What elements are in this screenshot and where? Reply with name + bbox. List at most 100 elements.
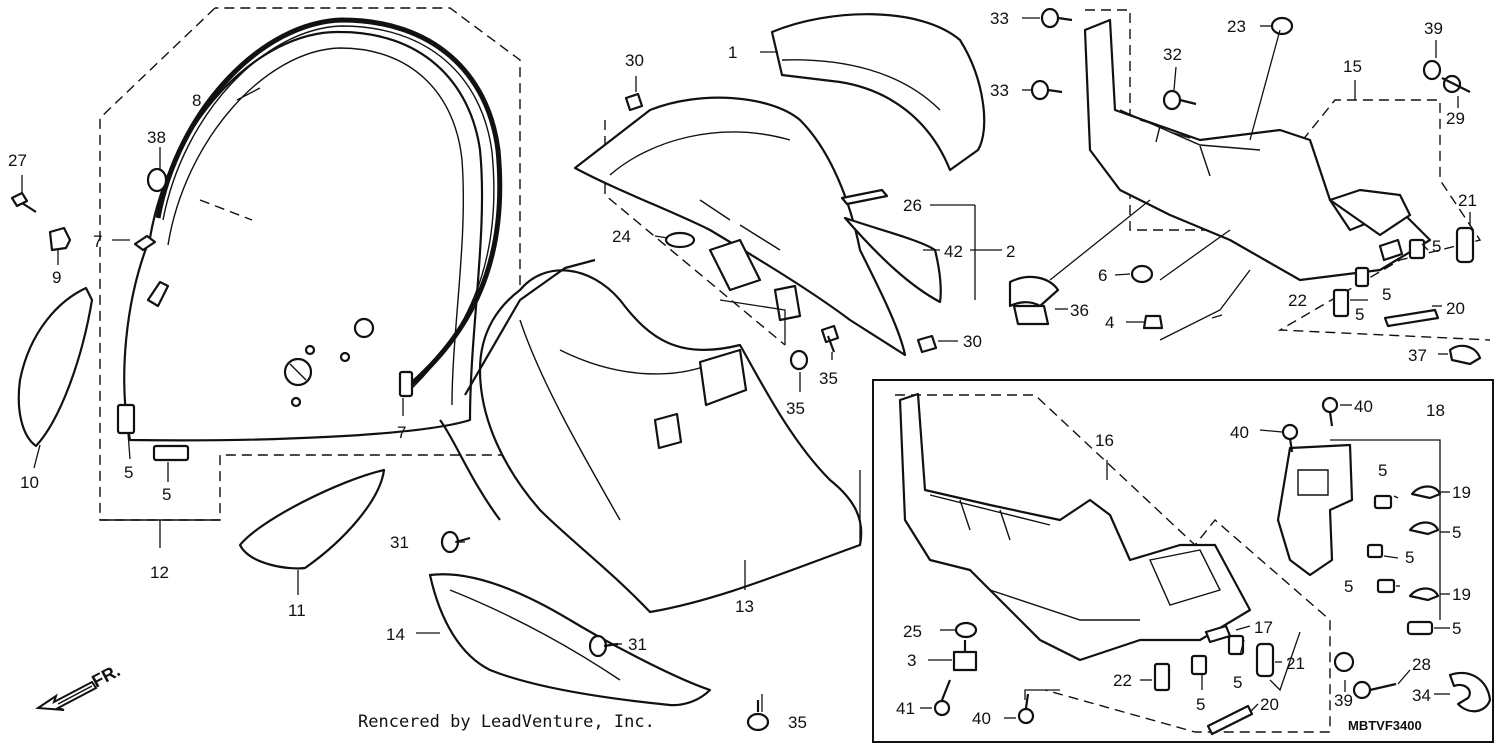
windscreen[interactable]	[123, 30, 484, 442]
seal-26[interactable]	[840, 188, 889, 206]
pad-5-c[interactable]	[1378, 238, 1404, 262]
callout-20-a: 20	[1446, 299, 1465, 318]
grommet-25[interactable]	[954, 621, 978, 639]
callout-22-a: 22	[1288, 291, 1307, 310]
pad-5-b[interactable]	[152, 444, 190, 462]
washer-39-top[interactable]	[1422, 59, 1442, 81]
clamp-36[interactable]	[1008, 275, 1060, 308]
side-garnish-10[interactable]	[17, 286, 94, 448]
callout-42: 42	[944, 242, 963, 261]
callout-35-b: 35	[786, 399, 805, 418]
inner-cowl-2[interactable]	[573, 96, 907, 357]
callout-32: 32	[1163, 45, 1182, 64]
cushion-22-bottom[interactable]	[1153, 662, 1171, 692]
callout-27: 27	[8, 151, 27, 170]
strip-20-top[interactable]	[1383, 308, 1440, 328]
cushion-22-top[interactable]	[1332, 288, 1350, 318]
cushion-21-top[interactable]	[1455, 226, 1475, 264]
grommet-6[interactable]	[1130, 264, 1154, 284]
pad-17[interactable]	[1204, 624, 1232, 644]
pad-5-k[interactable]	[1376, 578, 1396, 594]
screw-33-mid[interactable]	[1030, 79, 1063, 101]
bolt-28[interactable]	[1352, 680, 1397, 700]
grommet-4[interactable]	[1142, 314, 1164, 330]
clip-30-top[interactable]	[624, 92, 644, 112]
lower-cowl-14[interactable]	[428, 573, 712, 707]
callout-5-l: 5	[1233, 673, 1242, 692]
seal-42[interactable]	[843, 216, 942, 304]
callout-30-a: 30	[625, 51, 644, 70]
bolt-40-mid[interactable]	[1281, 423, 1299, 453]
callout-23: 23	[1227, 17, 1246, 36]
callout-24: 24	[612, 227, 631, 246]
collar-3[interactable]	[952, 640, 978, 672]
pad-5-f[interactable]	[1190, 654, 1208, 676]
pad-19-a[interactable]	[1410, 485, 1442, 500]
pad-5-h[interactable]	[1373, 494, 1393, 510]
meter-visor-1[interactable]	[770, 13, 986, 172]
callout-labels: 1 2 3 4 5 5 5 5 5 5 5 5 5 5 5 5 6 7 7 8 …	[8, 9, 1477, 732]
grommet-35[interactable]	[789, 349, 809, 371]
callout-5-f: 5	[1378, 461, 1387, 480]
callout-15: 15	[1343, 57, 1362, 76]
callout-26: 26	[903, 196, 922, 215]
bracket-18[interactable]	[1276, 443, 1354, 577]
clip-30-right[interactable]	[916, 334, 938, 354]
callout-25: 25	[903, 622, 922, 641]
pad-5-d[interactable]	[1408, 238, 1426, 260]
callout-7-b: 7	[397, 423, 406, 442]
windscreen-trim-strip[interactable]	[155, 17, 503, 394]
callout-5-a: 5	[124, 463, 133, 482]
screw-35-center[interactable]	[820, 324, 840, 353]
clip-34[interactable]	[1448, 672, 1492, 713]
grommet-23[interactable]	[1270, 16, 1294, 36]
bolt-32[interactable]	[1162, 89, 1197, 111]
callout-37: 37	[1408, 346, 1427, 365]
pad-5-e[interactable]	[1354, 266, 1370, 288]
callout-38: 38	[147, 128, 166, 147]
inner-panel-11[interactable]	[238, 468, 386, 570]
callout-40-a: 40	[1354, 397, 1373, 416]
callout-33-a: 33	[990, 9, 1009, 28]
screw-35-bottom[interactable]	[746, 700, 770, 732]
callout-13: 13	[735, 597, 754, 616]
well-nut-9[interactable]	[48, 226, 72, 252]
cowl-stay-16[interactable]	[898, 392, 1252, 662]
callout-12: 12	[150, 563, 169, 582]
bolt-40-top[interactable]	[1321, 396, 1339, 427]
callout-39-b: 39	[1334, 691, 1353, 710]
bolt-29[interactable]	[1441, 74, 1471, 94]
callout-17: 17	[1254, 618, 1273, 637]
pad-5-i[interactable]	[1408, 521, 1440, 536]
callout-9: 9	[52, 268, 61, 287]
callout-5-k: 5	[1196, 695, 1205, 714]
callout-5-b: 5	[162, 485, 171, 504]
callout-5-e: 5	[1355, 305, 1364, 324]
pad-5-a[interactable]	[116, 403, 136, 435]
cushion-21-bottom[interactable]	[1255, 642, 1275, 678]
clip-7-left[interactable]	[133, 234, 157, 252]
callout-35-c: 35	[788, 713, 807, 732]
bolt-41[interactable]	[933, 679, 952, 717]
washer-39-bottom[interactable]	[1333, 651, 1355, 673]
bolt-27[interactable]	[10, 191, 37, 213]
callout-8: 8	[192, 91, 201, 110]
pad-19-b[interactable]	[1408, 587, 1440, 602]
callout-10: 10	[20, 473, 39, 492]
leader-lines	[21, 17, 1471, 719]
grommet-24[interactable]	[664, 231, 696, 249]
bolt-40-bottom[interactable]	[1017, 693, 1035, 725]
footer-credit: Rencered by LeadVenture, Inc.	[358, 712, 655, 732]
callout-6: 6	[1098, 266, 1107, 285]
pad-5-j[interactable]	[1366, 543, 1384, 559]
screw-33-top[interactable]	[1040, 7, 1073, 29]
callout-31-a: 31	[390, 533, 409, 552]
clip-7-right[interactable]	[398, 370, 414, 398]
clip-37[interactable]	[1448, 344, 1482, 366]
strip-20-bottom[interactable]	[1206, 704, 1254, 736]
callout-11: 11	[288, 601, 306, 620]
decal-38[interactable]	[146, 167, 168, 193]
callout-29: 29	[1446, 109, 1465, 128]
pad-5-l[interactable]	[1406, 620, 1434, 636]
